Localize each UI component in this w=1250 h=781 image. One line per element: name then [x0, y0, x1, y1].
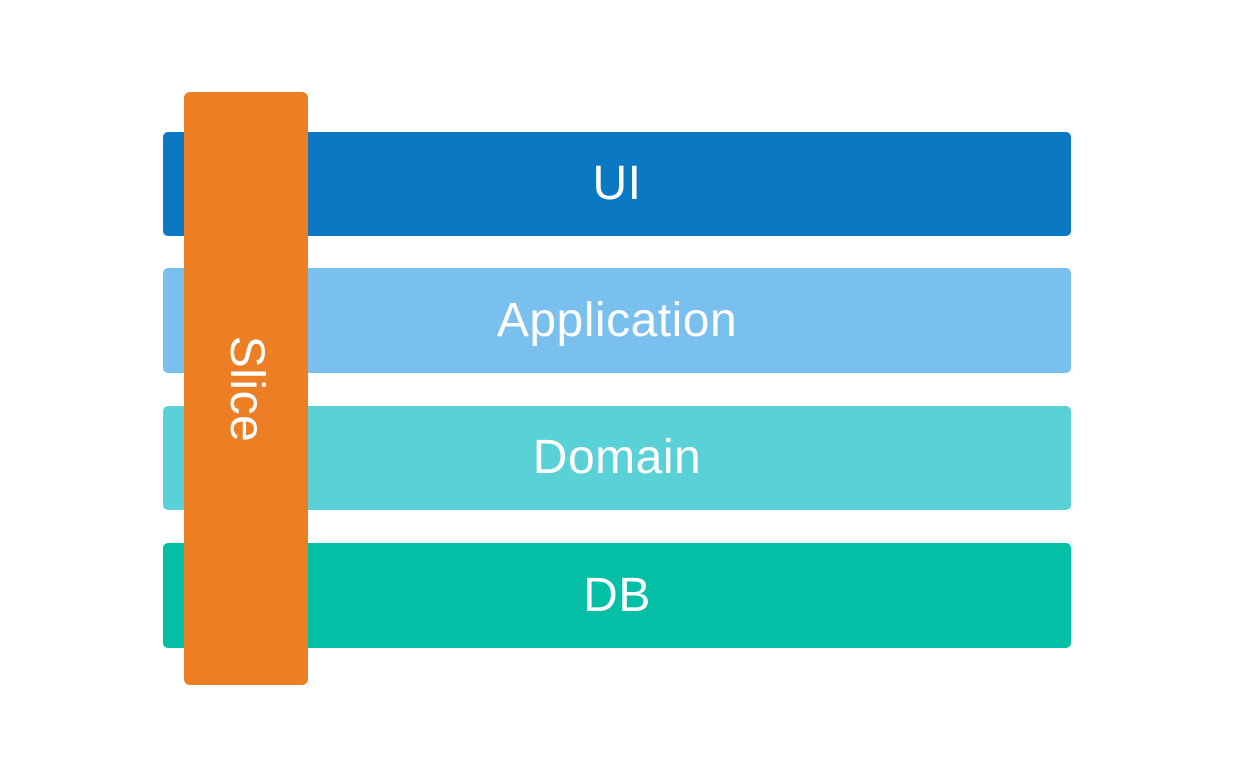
layer-bar-domain: Domain	[163, 406, 1071, 510]
layer-label-ui: UI	[592, 157, 642, 210]
layer-label-db: DB	[583, 568, 651, 622]
layer-label-application: Application	[496, 293, 738, 347]
layer-bar-application: Application	[163, 268, 1071, 373]
layer-bar-db: DB	[163, 543, 1071, 648]
layer-bar-ui: UI	[163, 132, 1071, 236]
slice-label: Slice	[220, 335, 273, 442]
layer-label-domain: Domain	[532, 431, 702, 484]
slice-vertical-bar: Slice	[184, 92, 308, 685]
